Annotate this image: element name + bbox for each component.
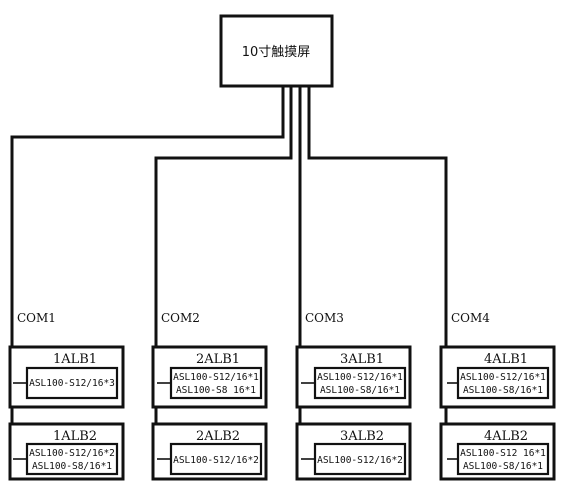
unit-4alb2: 4ALB2 ASL100-S12 16*1 ASL100-S8/16*1 (439, 422, 556, 481)
unit-2alb1: 2ALB1 ASL100-S12/16*1 ASL100-S8 16*1 (151, 345, 268, 409)
unit-4alb2-line-2: ASL100-S8/16*1 (463, 461, 543, 472)
wire-com2 (154, 86, 293, 462)
unit-1alb1-line-1: ASL100-S12/16*3 (29, 378, 115, 389)
com3-label: COM3 (305, 311, 344, 325)
unit-3alb1-line-2: ASL100-S8/16*1 (320, 385, 400, 396)
unit-2alb1-line-1: ASL100-S12/16*1 (173, 372, 259, 383)
unit-4alb1-line-2: ASL100-S8/16*1 (463, 385, 543, 396)
unit-3alb1-line-1: ASL100-S12/16*1 (317, 372, 403, 383)
unit-2alb1-line-2: ASL100-S8 16*1 (176, 385, 256, 396)
unit-4alb2-title: 4ALB2 (484, 429, 528, 444)
unit-1alb2-line-2: ASL100-S8/16*1 (32, 461, 112, 472)
com4-label: COM4 (451, 311, 490, 325)
unit-1alb2: 1ALB2 ASL100-S12/16*2 ASL100-S8/16*1 (8, 422, 125, 481)
unit-4alb2-line-1: ASL100-S12 16*1 (460, 448, 546, 459)
unit-1alb2-title: 1ALB2 (53, 429, 97, 444)
unit-3alb2-title: 3ALB2 (340, 429, 384, 444)
unit-2alb2-line-1: ASL100-S12/16*2 (173, 455, 259, 466)
unit-3alb2: 3ALB2 ASL100-S12/16*2 (295, 422, 412, 481)
unit-2alb1-title: 2ALB1 (196, 352, 240, 367)
unit-2alb2: 2ALB2 ASL100-S12/16*2 (151, 422, 268, 481)
unit-3alb1-title: 3ALB1 (340, 352, 384, 367)
unit-1alb2-line-1: ASL100-S12/16*2 (29, 448, 115, 459)
com2-label: COM2 (161, 311, 200, 325)
touch-screen-box (219, 14, 334, 88)
bus-wires (10, 86, 448, 462)
wire-com4 (307, 86, 448, 462)
unit-4alb1-title: 4ALB1 (484, 352, 528, 367)
com1-label: COM1 (17, 311, 56, 325)
unit-2alb2-title: 2ALB2 (196, 429, 240, 444)
unit-1alb1: 1ALB1 ASL100-S12/16*3 (8, 345, 125, 409)
unit-4alb1-line-1: ASL100-S12/16*1 (460, 372, 546, 383)
unit-4alb1: 4ALB1 ASL100-S12/16*1 ASL100-S8/16*1 (439, 345, 556, 409)
unit-3alb1: 3ALB1 ASL100-S12/16*1 ASL100-S8/16*1 (295, 345, 412, 409)
wire-com1 (10, 86, 285, 462)
unit-3alb2-line-1: ASL100-S12/16*2 (317, 455, 403, 466)
unit-1alb1-title: 1ALB1 (53, 352, 97, 367)
touch-screen-label: 10寸触摸屏 (242, 45, 311, 60)
